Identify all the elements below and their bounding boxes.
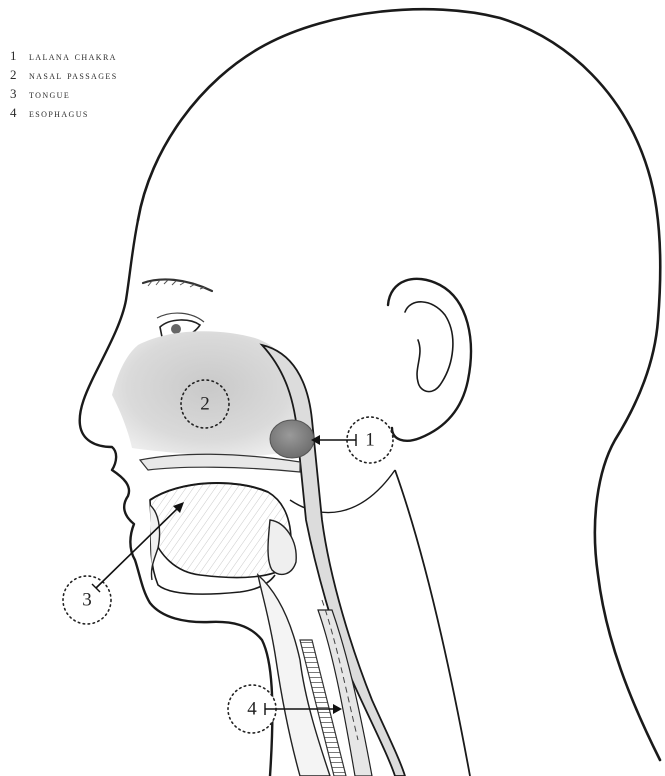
- eyebrow: [143, 279, 212, 291]
- eye-iris: [171, 324, 181, 334]
- callout-3-number: 3: [82, 589, 92, 610]
- ear-inner: [405, 302, 453, 392]
- callout-4-number: 4: [247, 698, 257, 719]
- lalana-chakra-spot: [270, 420, 314, 458]
- callout-1-number: 1: [365, 429, 375, 450]
- epiglottis: [268, 520, 296, 574]
- neck-front: [395, 470, 470, 776]
- callout-4-arrowhead: [333, 704, 342, 714]
- callout-2-number: 2: [200, 393, 210, 414]
- palate: [140, 454, 300, 472]
